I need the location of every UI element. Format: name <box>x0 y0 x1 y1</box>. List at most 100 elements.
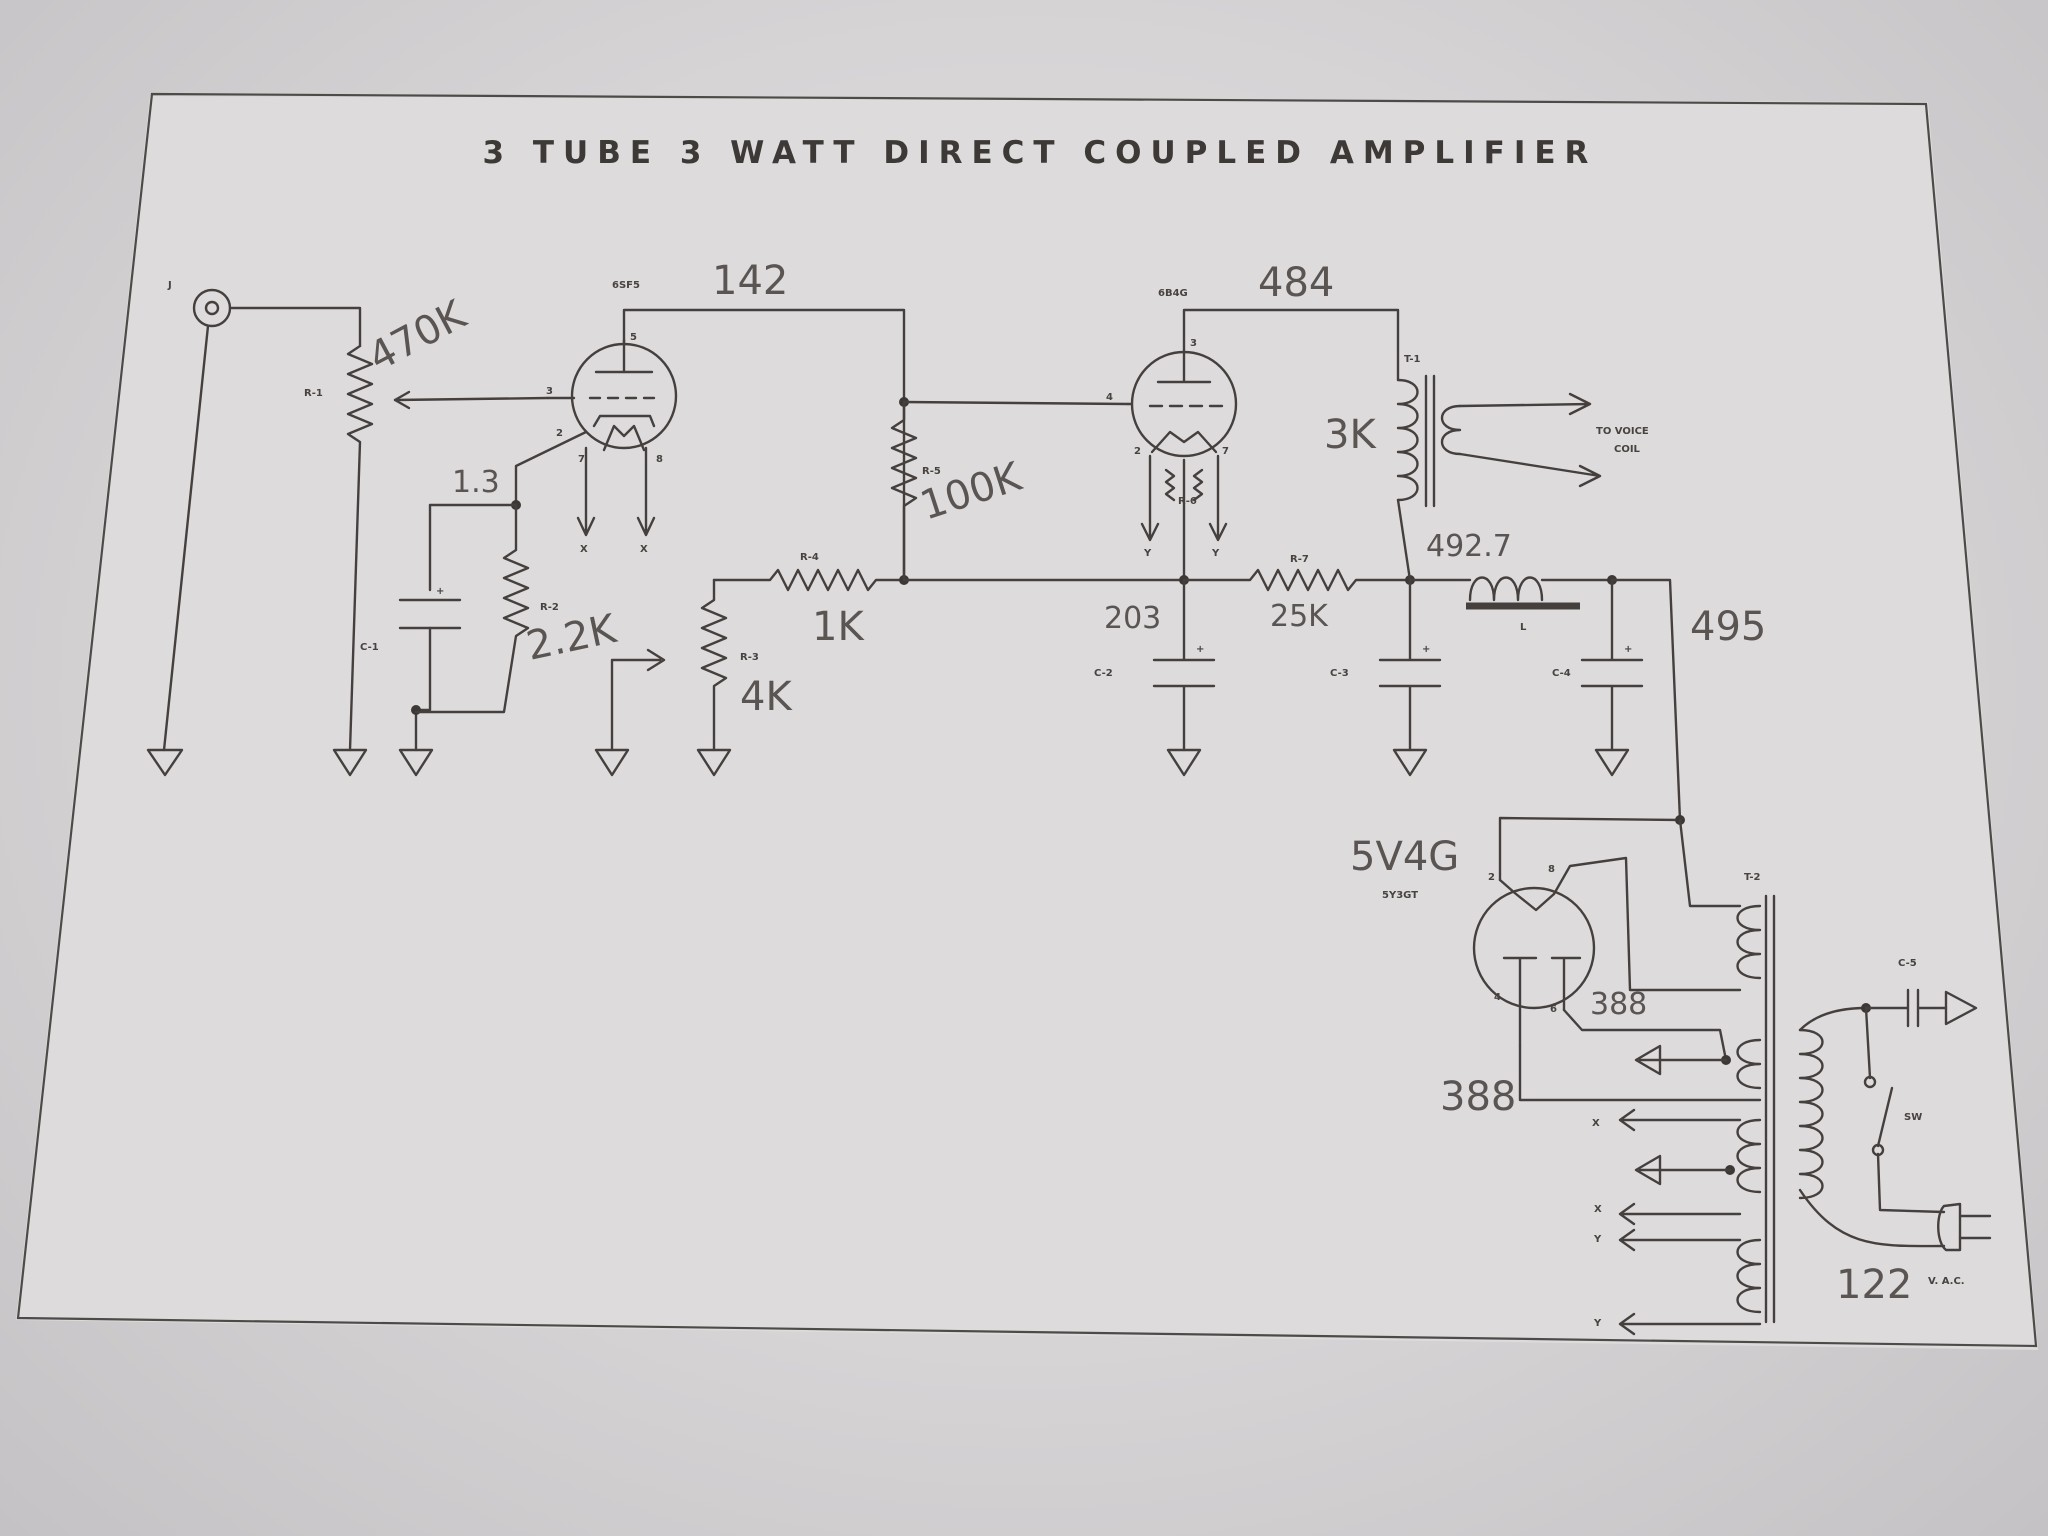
r5-resistor <box>890 400 918 582</box>
v2-heater-y-2: Y <box>1211 548 1220 559</box>
t2-primary-winding <box>1798 1028 1824 1200</box>
switch-contact-1 <box>1863 1075 1877 1089</box>
v1-pin-heater-1: 7 <box>578 454 585 465</box>
heater-y-arrow-2 <box>1618 1312 1762 1336</box>
t2-heater-winding <box>1736 1118 1762 1194</box>
c2-capacitor <box>1152 578 1216 752</box>
c3-label: C-3 <box>1330 668 1349 679</box>
r7-label: R-7 <box>1290 554 1309 565</box>
ac-plug-prongs <box>1958 1214 1992 1240</box>
heater-y-arrow-1 <box>1618 1228 1742 1252</box>
v1-pin-plate: 5 <box>630 332 637 343</box>
v2-plate-volts: 484 <box>1258 260 1334 306</box>
v2-cathode-volts: 203 <box>1104 601 1161 636</box>
t2-hv-winding <box>1736 904 1762 980</box>
c1-plus: + <box>436 586 444 597</box>
ground-symbol-2 <box>332 748 368 777</box>
switch-label: SW <box>1904 1112 1922 1123</box>
voice-coil-arrow-1 <box>1458 392 1592 416</box>
ground-symbol-8 <box>1594 748 1630 777</box>
primary-plug-wire <box>1798 1188 1946 1248</box>
v2-label: 6B4G <box>1158 288 1188 299</box>
r5-label: R-5 <box>922 466 941 477</box>
rect-pin-6: 6 <box>1550 1004 1557 1015</box>
hv-volts-1: 388 <box>1590 987 1647 1022</box>
vac-label: V. A.C. <box>1928 1276 1965 1287</box>
c3-capacitor <box>1378 578 1442 752</box>
c2-plus: + <box>1196 644 1204 655</box>
t1-core <box>1424 374 1436 508</box>
heater-x-label-2: X <box>1594 1204 1602 1215</box>
heater-y-label-1: Y <box>1593 1234 1602 1245</box>
rect-pin-4: 4 <box>1494 992 1501 1003</box>
rect-pin-2: 2 <box>1488 872 1495 883</box>
r1-potentiometer <box>346 344 374 752</box>
ground-arrow-2 <box>1634 1154 1732 1186</box>
v1-heater-arrow-2 <box>636 446 656 537</box>
t1-primary <box>1396 378 1419 502</box>
v1-pin-cathode: 2 <box>556 428 563 439</box>
ground-symbol-6 <box>1166 748 1202 777</box>
ground-symbol-3 <box>398 748 434 777</box>
ground-arrow-1 <box>1634 1044 1728 1076</box>
jack-ground-wire <box>162 324 210 752</box>
v2-grid-wire <box>902 400 1130 406</box>
rect-pin-8: 8 <box>1548 864 1555 875</box>
input-wire <box>228 306 362 348</box>
ground-symbol-7 <box>1392 748 1428 777</box>
r3-value: 4K <box>740 674 793 720</box>
voice-coil-label-2: COIL <box>1614 444 1641 455</box>
r7-resistor <box>1182 568 1412 592</box>
v1-plate-wire <box>622 308 906 582</box>
r1-wiper-wire <box>393 396 550 402</box>
r2-label: R-2 <box>540 602 559 613</box>
b-plus-volts: 495 <box>1690 604 1766 650</box>
v1-pin-heater-2: 8 <box>656 454 663 465</box>
v1-label: 6SF5 <box>612 280 640 291</box>
heater-x-arrow-2 <box>1618 1202 1742 1226</box>
rect-filament-wire <box>1562 1008 1728 1062</box>
paper-sheet <box>16 96 2038 1350</box>
v2-pin-f2: 7 <box>1222 446 1229 457</box>
r7-value: 25K <box>1270 599 1329 634</box>
heater-x-arrow-1 <box>1618 1108 1742 1132</box>
v1-plate-volts: 142 <box>712 258 788 304</box>
voice-coil-arrow-2 <box>1458 452 1602 488</box>
switch-top-wire <box>1864 1006 1872 1080</box>
choke-coil <box>1468 576 1544 602</box>
v1-heater-arrow-1 <box>576 446 596 537</box>
rectifier-tube <box>1472 856 1742 1048</box>
voice-coil-label-1: TO VOICE <box>1596 426 1649 437</box>
t1-value: 3K <box>1324 412 1377 458</box>
t2-hv-top-wire <box>1678 818 1742 908</box>
t1-return-wire <box>1396 498 1412 582</box>
c4-capacitor <box>1580 578 1644 752</box>
rect-handwritten-label: 5V4G <box>1350 834 1459 880</box>
line-volts: 122 <box>1836 1262 1912 1308</box>
t2-core <box>1764 894 1776 1324</box>
switch-blade <box>1876 1086 1894 1148</box>
r3-tap-arrow <box>610 648 666 752</box>
t1-label: T-1 <box>1404 354 1421 365</box>
c1-node <box>411 705 421 715</box>
c2-label: C-2 <box>1094 668 1113 679</box>
r2-resistor <box>414 503 530 714</box>
rect-filament-return <box>1518 1044 1762 1102</box>
c3-plus: + <box>1422 644 1430 655</box>
c1-ground-wire <box>414 626 432 752</box>
r3-label: R-3 <box>740 652 759 663</box>
hv-volts-2: 388 <box>1440 1074 1516 1120</box>
ground-symbol-5 <box>696 748 732 777</box>
ac-plug-body <box>1937 1202 1962 1252</box>
v2-pin-plate: 3 <box>1190 338 1197 349</box>
switch-plug-wire <box>1876 1152 1946 1214</box>
c5-label: C-5 <box>1898 958 1917 969</box>
v1-cathode-wire <box>514 430 588 507</box>
cathode-volts: 1.3 <box>452 465 500 500</box>
r6-label: R-6 <box>1178 496 1197 507</box>
v2-heater-arrow-1 <box>1140 454 1160 542</box>
t2-heater-winding-2 <box>1736 1238 1762 1314</box>
ground-symbol-4 <box>594 748 630 777</box>
